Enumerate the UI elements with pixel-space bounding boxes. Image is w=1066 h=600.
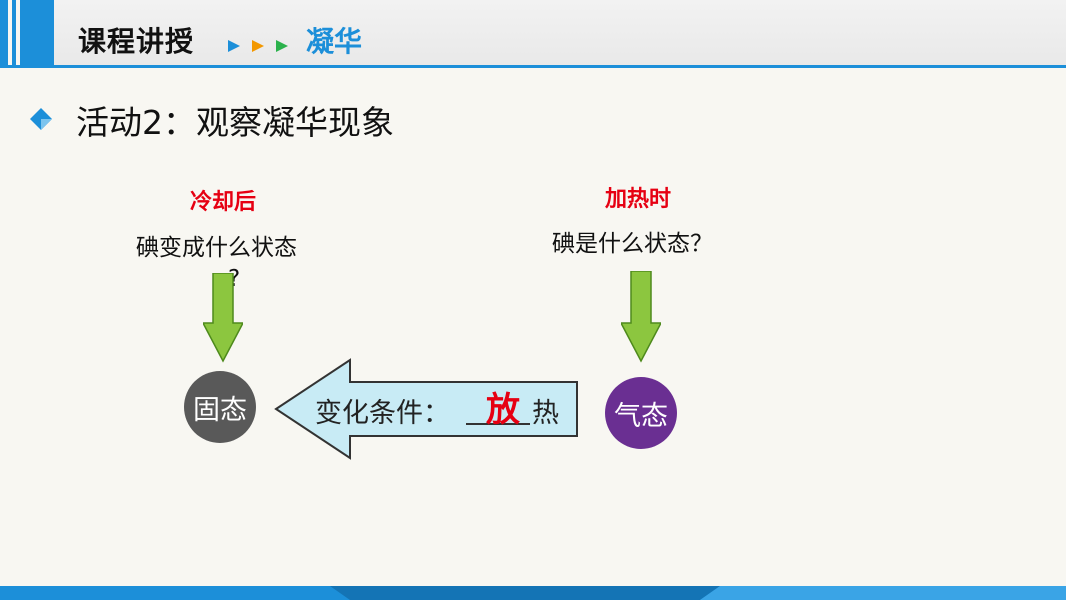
header-edge-bar [0,0,8,65]
down-arrow-left-icon [203,273,243,363]
answer-blank-line [466,423,530,425]
down-arrow-right-icon [621,271,661,363]
heating-question: 碘是什么状态？ [552,231,713,257]
header-underline [0,65,1066,68]
gas-state-circle: 气态 [605,377,677,449]
triangle-arrows-icon [226,36,296,56]
topic-title: 凝华 [306,25,363,58]
header-accent-block [20,0,54,65]
solid-state-circle: 固态 [184,371,256,443]
condition-suffix: 热 [532,398,559,429]
heating-label: 加热时 [605,187,672,212]
activity-title: 活动2：观察凝华现象 [76,103,394,142]
header-panel [20,0,1066,65]
cooling-label: 冷却后 [190,190,257,215]
header-edge-bar-thin [12,0,16,65]
diamond-bullet-icon [30,108,52,130]
section-title: 课程讲授 [78,25,195,58]
left-arrow-icon [274,358,580,460]
cooling-question: 碘变成什么状态 [136,235,297,261]
condition-label: 变化条件： [315,398,450,429]
condition-answer: 放 [486,390,520,430]
footer-stripe [0,586,1066,600]
